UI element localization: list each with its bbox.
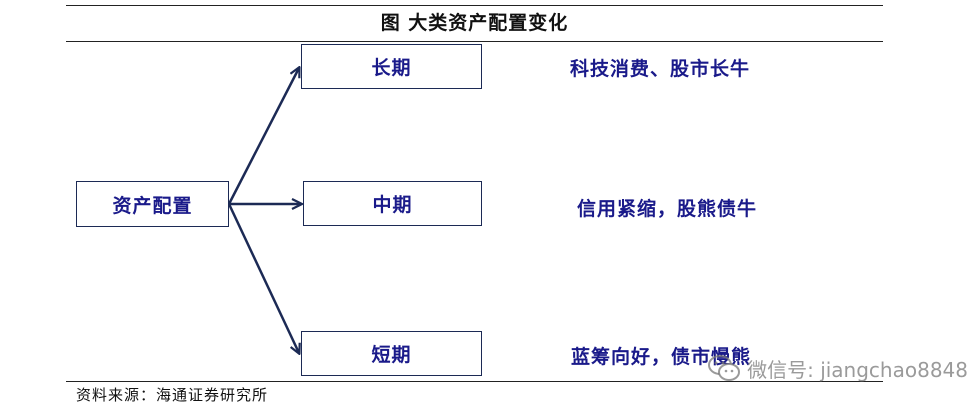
- figure-title: 图 大类资产配置变化: [380, 12, 569, 34]
- source-note: 资料来源：海通证券研究所: [76, 386, 269, 404]
- mid-term-description: 信用紧缩，股熊债牛: [577, 198, 758, 220]
- arrow-to-long-term: [227, 68, 299, 205]
- watermark-text: 微信号: jiangchao8848: [747, 357, 968, 382]
- short-term-description: 蓝筹向好，债市慢熊: [571, 346, 752, 368]
- long-term-description: 科技消费、股市长牛: [570, 58, 751, 80]
- branch-node-short-term: 短期: [301, 331, 482, 376]
- title-rule: [66, 41, 883, 42]
- top-rule: [66, 5, 883, 6]
- watermark: 微信号: jiangchao8848: [707, 350, 968, 386]
- arrow-to-short-term: [227, 203, 299, 353]
- root-node-asset-allocation: 资产配置: [76, 181, 229, 227]
- branch-node-mid-term: 中期: [303, 181, 482, 226]
- wechat-icon: [708, 355, 741, 381]
- branch-node-long-term: 长期: [301, 44, 482, 89]
- bottom-rule: [66, 381, 883, 382]
